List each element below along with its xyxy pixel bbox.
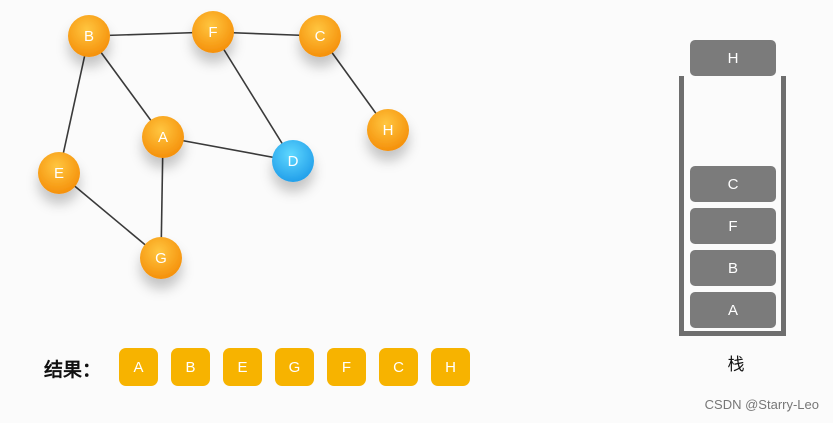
node-circle — [140, 237, 182, 279]
stack-wall-left — [679, 76, 684, 336]
node-c: C — [299, 15, 341, 57]
edge-a-d — [162, 136, 294, 162]
stack-item: B — [690, 250, 776, 286]
stack-item: A — [690, 292, 776, 328]
result-item: B — [171, 348, 210, 386]
node-label: F — [208, 24, 217, 41]
stack-item: F — [690, 208, 776, 244]
watermark: CSDN @Starry-Leo — [704, 397, 819, 412]
result-label: 结果： — [44, 359, 102, 381]
stack-wall-bottom — [679, 331, 786, 336]
stack-top-item: H — [690, 40, 776, 76]
node-circle — [192, 11, 234, 53]
node-label: B — [84, 28, 94, 45]
node-label: C — [315, 28, 326, 45]
stack-item: C — [690, 166, 776, 202]
node-g: G — [140, 237, 182, 279]
node-d: D — [272, 140, 314, 182]
stack-wall-right — [781, 76, 786, 336]
node-label: A — [158, 129, 168, 146]
node-circle — [367, 109, 409, 151]
node-label: D — [288, 153, 299, 170]
node-circle — [142, 116, 184, 158]
node-f: F — [192, 11, 234, 53]
node-label: E — [54, 165, 64, 182]
edge-f-d — [212, 31, 294, 162]
edge-e-g — [58, 172, 162, 259]
node-circle — [272, 140, 314, 182]
node-label: H — [383, 122, 394, 139]
node-label: G — [155, 250, 167, 267]
result-item: A — [119, 348, 158, 386]
node-a: A — [142, 116, 184, 158]
edge-b-e — [58, 35, 90, 174]
result-list: A B E G F C H — [119, 348, 470, 386]
node-circle — [299, 15, 341, 57]
node-circle — [68, 15, 110, 57]
result-item: C — [379, 348, 418, 386]
result-item: F — [327, 348, 366, 386]
node-h: H — [367, 109, 409, 151]
node-b: B — [68, 15, 110, 57]
node-circle — [38, 152, 80, 194]
stack-label: 栈 — [727, 355, 745, 375]
result-item: E — [223, 348, 262, 386]
result-item: H — [431, 348, 470, 386]
result-item: G — [275, 348, 314, 386]
node-e: E — [38, 152, 80, 194]
